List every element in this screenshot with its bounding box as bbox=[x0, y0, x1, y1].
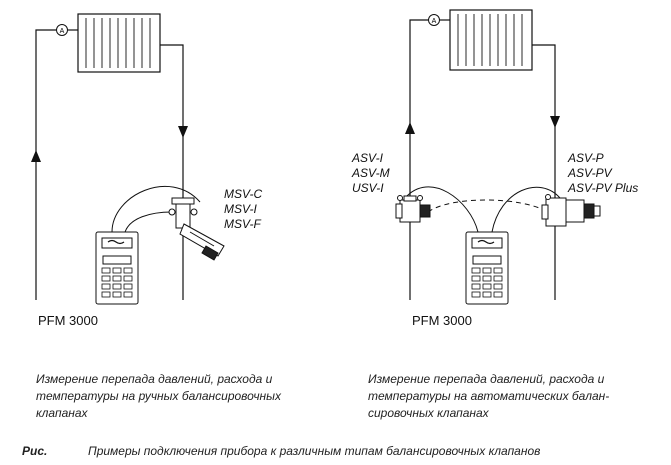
left-valve-icon bbox=[168, 197, 225, 261]
left-diagram: A bbox=[31, 13, 263, 328]
right-left-valve-label-2: ASV-M bbox=[351, 166, 390, 180]
right-caption-line-2: температуры на автоматических балан- bbox=[368, 389, 610, 403]
right-caption-line-1: Измерение перепада давлений, расхода и bbox=[368, 372, 605, 386]
connection-diagram: A bbox=[31, 9, 638, 328]
right-caption-line-3: сировочных клапанах bbox=[368, 406, 489, 420]
right-valve-right-icon bbox=[541, 194, 601, 227]
left-radiator-icon bbox=[77, 13, 161, 73]
left-hoses bbox=[111, 185, 201, 233]
right-gauge-symbol: A bbox=[432, 18, 437, 25]
left-flow-arrows bbox=[31, 126, 188, 162]
right-right-valve-label-1: ASV-P bbox=[567, 151, 604, 165]
right-left-valve-label-1: ASV-I bbox=[351, 151, 384, 165]
right-left-valve-label-3: USV-I bbox=[352, 181, 384, 195]
right-right-valve-label-3: ASV-PV Plus bbox=[567, 181, 638, 195]
left-valve-label-1: MSV-C bbox=[224, 187, 263, 201]
right-flow-arrows bbox=[405, 116, 560, 134]
right-diagram: A bbox=[351, 9, 638, 328]
left-gauge-symbol: A bbox=[60, 28, 65, 35]
left-caption-line-2: температуры на ручных балансировочных bbox=[36, 389, 281, 403]
figure-caption: Рис. Примеры подключения прибора к различ… bbox=[22, 444, 540, 458]
figure-text: Примеры подключения прибора к различным … bbox=[88, 444, 541, 458]
left-valve-label-3: MSV-F bbox=[224, 217, 262, 231]
left-caption-line-1: Измерение перепада давлений, расхода и bbox=[36, 372, 273, 386]
right-caption: Измерение перепада давлений, расхода и т… bbox=[368, 371, 658, 422]
left-instrument-icon bbox=[95, 231, 139, 305]
right-valve-left-icon bbox=[395, 195, 431, 223]
right-radiator-icon bbox=[449, 9, 533, 71]
right-gauge-icon: A bbox=[428, 14, 440, 26]
left-caption: Измерение перепада давлений, расхода и т… bbox=[36, 371, 336, 422]
figure-prefix: Рис. bbox=[22, 444, 48, 458]
right-instrument-icon bbox=[465, 231, 509, 305]
right-instrument-label: PFM 3000 bbox=[412, 313, 472, 328]
left-caption-line-3: клапанах bbox=[36, 406, 88, 420]
left-valve-label-2: MSV-I bbox=[224, 202, 258, 216]
right-right-valve-label-2: ASV-PV bbox=[567, 166, 613, 180]
left-instrument-label: PFM 3000 bbox=[38, 313, 98, 328]
left-gauge-icon: A bbox=[56, 24, 68, 36]
right-hoses bbox=[404, 186, 561, 233]
